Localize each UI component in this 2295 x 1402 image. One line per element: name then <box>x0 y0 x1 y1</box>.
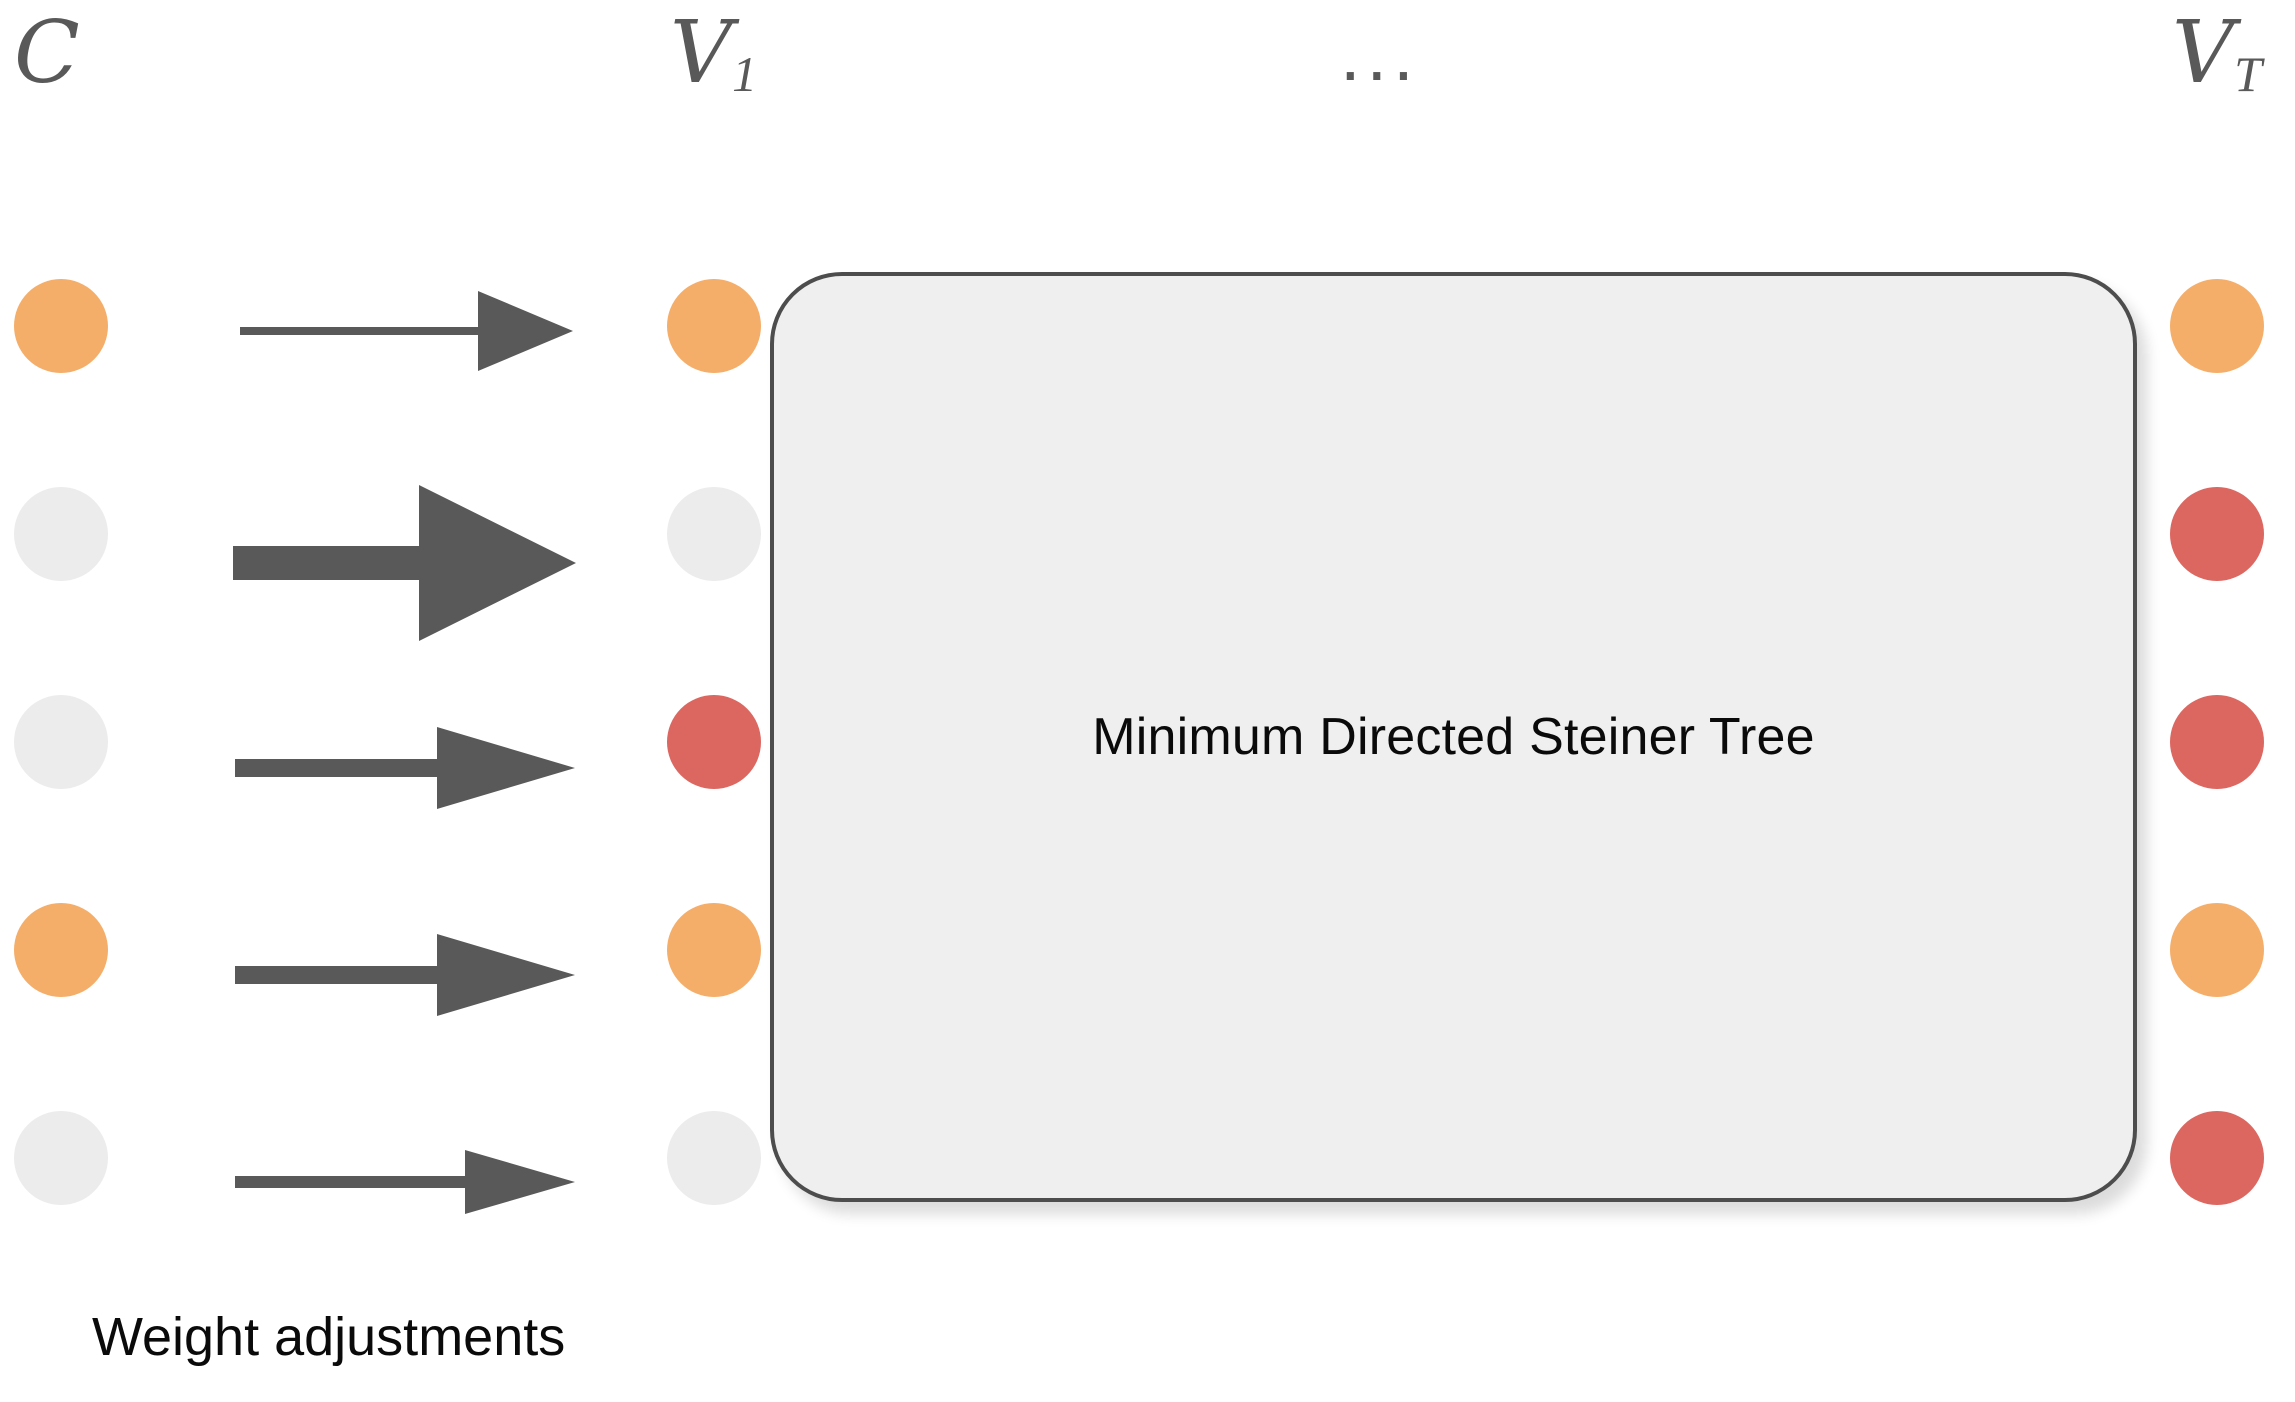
column-label-candidate-symbol: C <box>14 3 80 103</box>
weight-adjustments-caption: Weight adjustments <box>92 1306 565 1368</box>
node-vt-0[interactable] <box>2170 279 2264 373</box>
node-candidate-1[interactable] <box>14 487 108 581</box>
ellipsis-between-stages: ... <box>1340 18 1420 92</box>
steiner-tree-box[interactable]: Minimum Directed Steiner Tree <box>770 272 2137 1202</box>
node-vt-3[interactable] <box>2170 903 2264 997</box>
weight-arrow-4 <box>233 1102 578 1262</box>
column-label-candidate-set: C <box>14 10 80 96</box>
weight-arrow-3 <box>233 895 578 1055</box>
weight-arrow-2 <box>233 688 578 848</box>
node-vt-4[interactable] <box>2170 1111 2264 1205</box>
column-label-vt-subscript: T <box>2234 47 2262 102</box>
node-candidate-0[interactable] <box>14 279 108 373</box>
node-vt-1[interactable] <box>2170 487 2264 581</box>
node-candidate-2[interactable] <box>14 695 108 789</box>
weight-arrow-1 <box>233 483 578 645</box>
column-label-v1-subscript: 1 <box>732 47 757 102</box>
node-vt-2[interactable] <box>2170 695 2264 789</box>
column-label-vertex-set-T: VT <box>2172 10 2262 100</box>
node-v1-2[interactable] <box>667 695 761 789</box>
column-label-vertex-set-1: V1 <box>670 10 757 100</box>
steiner-tree-box-label: Minimum Directed Steiner Tree <box>774 707 2133 767</box>
node-v1-4[interactable] <box>667 1111 761 1205</box>
node-candidate-4[interactable] <box>14 1111 108 1205</box>
node-v1-0[interactable] <box>667 279 761 373</box>
weight-arrow-0 <box>233 251 578 411</box>
node-v1-3[interactable] <box>667 903 761 997</box>
node-v1-1[interactable] <box>667 487 761 581</box>
column-label-vt-symbol: V <box>2172 3 2234 103</box>
column-label-v1-symbol: V <box>670 3 732 103</box>
node-candidate-3[interactable] <box>14 903 108 997</box>
